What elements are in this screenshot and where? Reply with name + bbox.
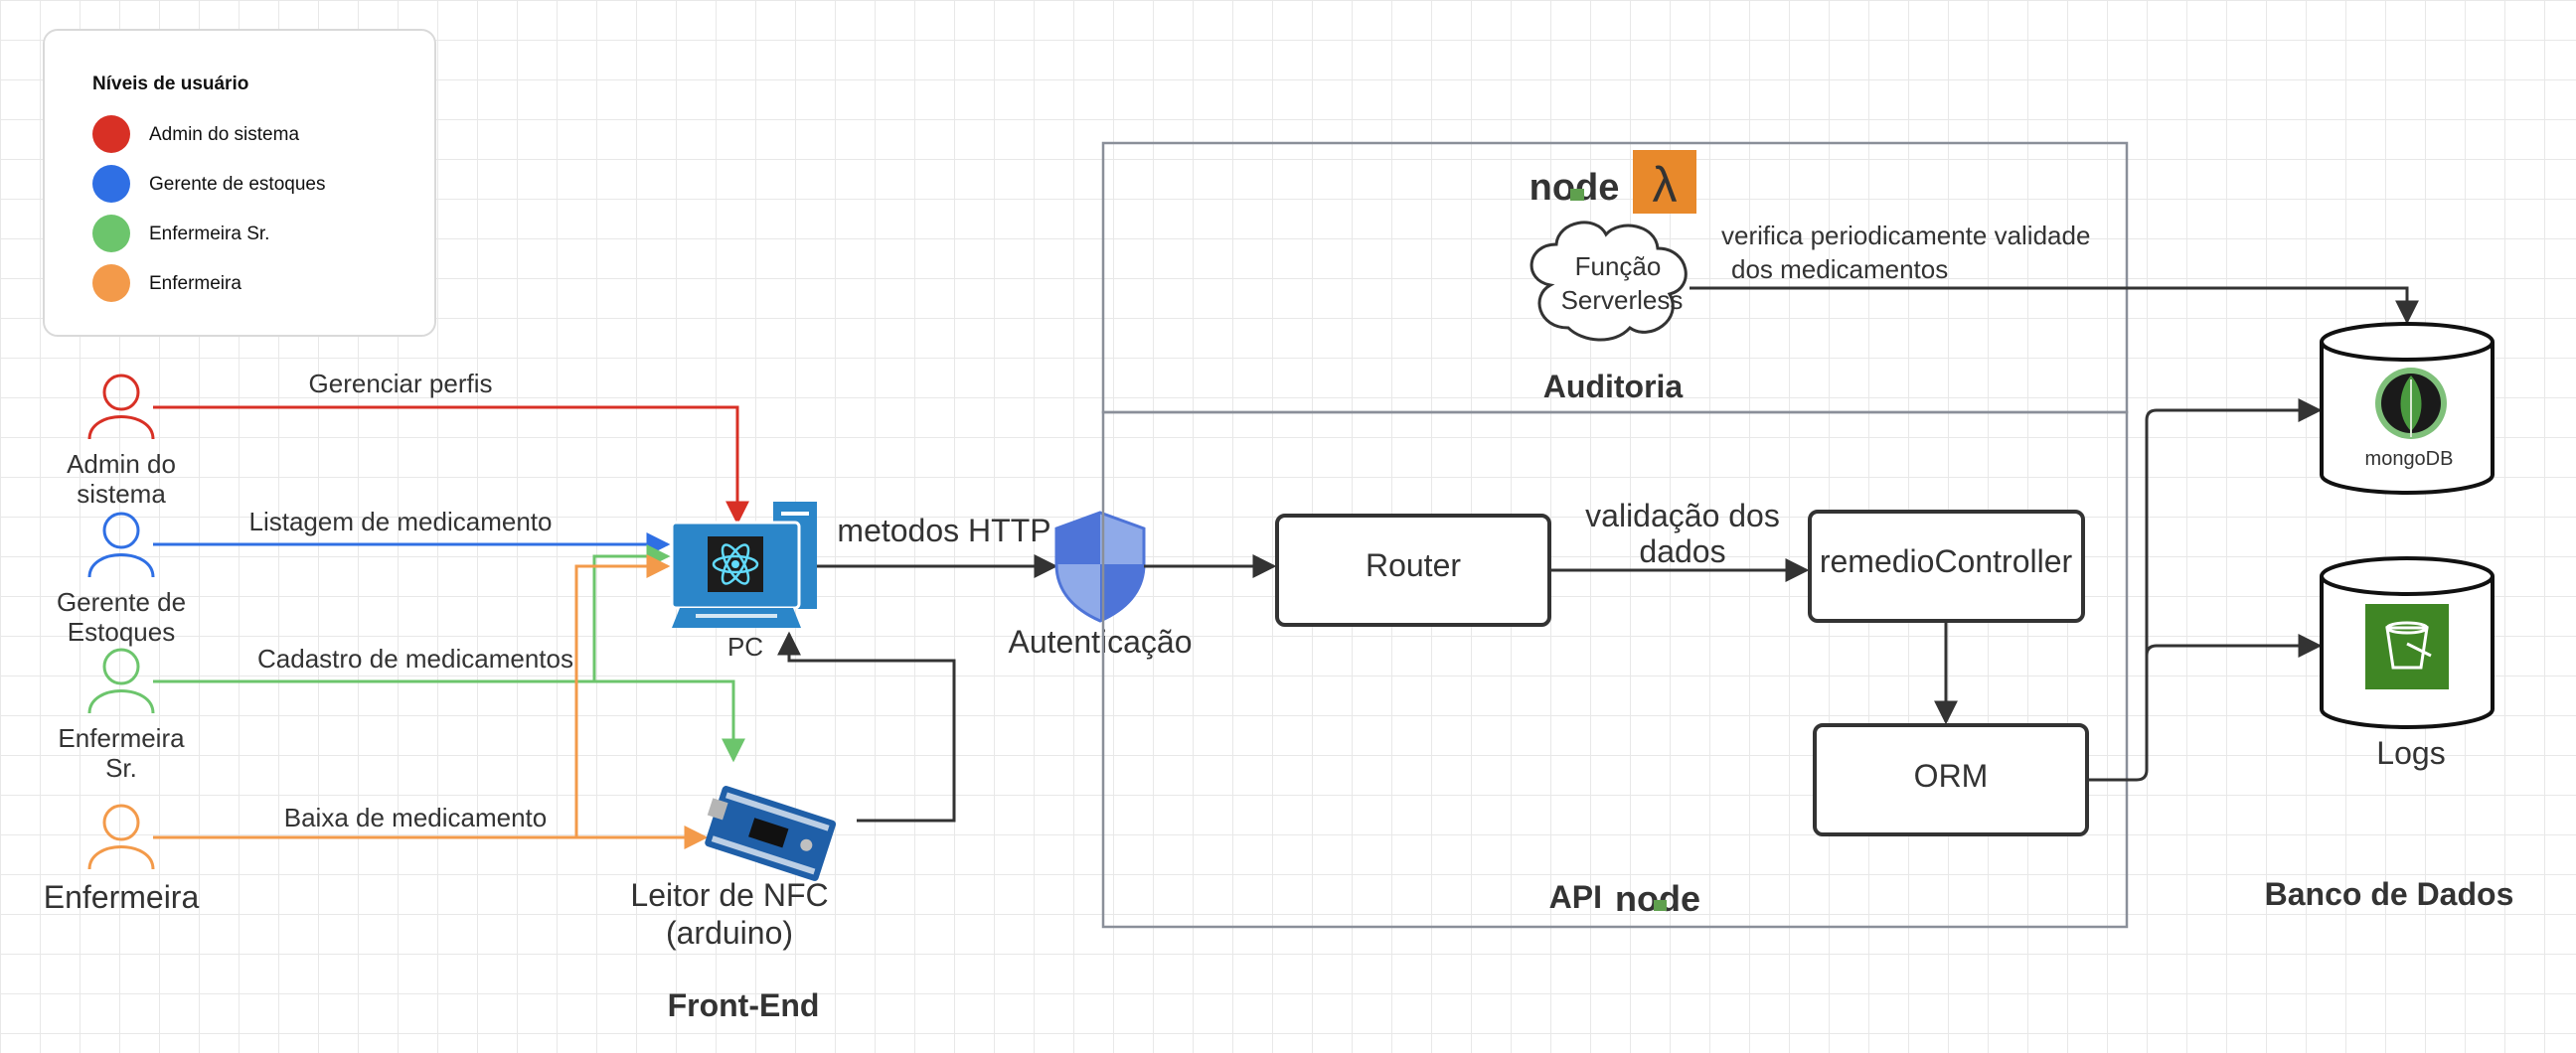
- api-container: [1101, 410, 2129, 929]
- api-title: API node: [1549, 878, 1700, 919]
- computer-tower-slot: [781, 512, 809, 516]
- user-body: [87, 845, 155, 870]
- section-frontend: Front-End: [668, 987, 820, 1023]
- nfc-node: Leitor de NFC (arduino): [630, 786, 837, 951]
- actor-enfermeira-sr: Enfermeira Sr.: [58, 648, 185, 783]
- edge-label-serverless: verifica periodicamente validade: [1721, 221, 2090, 250]
- mongo-db-node: mongoDB: [2320, 322, 2495, 495]
- edge-label-validacao: dados: [1639, 533, 1725, 569]
- legend-title: Níveis de usuário: [92, 74, 248, 94]
- router-node: Router: [1275, 514, 1551, 627]
- actor-label: Gerente de: [57, 587, 186, 617]
- nodejs-logo: node: [1530, 167, 1620, 209]
- s3-bucket-icon: [2365, 604, 2449, 689]
- react-icon: [712, 543, 759, 585]
- nfc-label: (arduino): [666, 915, 793, 951]
- actor-label: Admin do: [67, 449, 176, 479]
- edge-orm-logs: [2145, 634, 2323, 658]
- legend-item: Admin do sistema: [92, 115, 299, 153]
- mongodb-leaf-icon: [2375, 368, 2447, 439]
- nfc-label: Leitor de NFC: [630, 877, 828, 913]
- serverless-label: Serverless: [1561, 285, 1684, 315]
- edge-admin-pc: [153, 405, 749, 526]
- edge-enf-sr: [153, 679, 745, 763]
- lambda-glyph: λ: [1653, 157, 1678, 213]
- user-icon: [102, 374, 140, 411]
- orm-node: ORM: [1813, 723, 2089, 836]
- controller-label: remedioController: [1820, 543, 2073, 579]
- edge-label-enf: Baixa de medicamento: [284, 803, 547, 832]
- arduino-board-icon: [705, 786, 837, 881]
- mongo-label: mongoDB: [2365, 448, 2454, 470]
- auth-label: Autenticação: [1008, 624, 1192, 660]
- legend-item: Enfermeira Sr.: [92, 215, 269, 252]
- edge-orm-mongo: [2087, 398, 2323, 782]
- edge-label-http: metodos HTTP: [837, 513, 1050, 548]
- legend-label: Enfermeira: [149, 273, 242, 294]
- logs-db-node: Logs: [2320, 556, 2495, 771]
- legend-swatch-admin: [92, 115, 130, 153]
- controller-node: remedioController: [1808, 510, 2085, 623]
- edge-label-validacao: validação dos: [1585, 498, 1780, 533]
- user-body: [87, 689, 155, 714]
- legend-label: Admin do sistema: [149, 124, 299, 145]
- node-logo-text: node: [1615, 878, 1700, 919]
- edge-label-enf-sr: Cadastro de medicamentos: [257, 644, 573, 674]
- edge-enf-pc: [574, 554, 671, 837]
- actor-label: sistema: [77, 479, 166, 509]
- legend-item: Gerente de estoques: [92, 165, 325, 203]
- section-api: API: [1549, 879, 1602, 915]
- edge-serverless-mongo: [1690, 286, 2419, 325]
- logs-label: Logs: [2376, 735, 2445, 771]
- actor-label: Enfermeira: [44, 879, 200, 915]
- router-label: Router: [1366, 547, 1461, 583]
- edge-label-gerente: Listagem de medicamento: [249, 507, 553, 536]
- legend-box: [43, 29, 436, 337]
- user-icon: [102, 512, 140, 549]
- serverless-node: Função Serverless: [1530, 221, 1688, 342]
- actor-label: Estoques: [68, 617, 175, 647]
- legend-item: Enfermeira: [92, 264, 242, 302]
- computer-keys: [696, 614, 777, 618]
- legend-label: Gerente de estoques: [149, 174, 325, 195]
- node-logo-accent: [1654, 900, 1667, 911]
- lambda-box: [1633, 150, 1696, 214]
- legend: Níveis de usuário Admin do sistema Geren…: [43, 29, 436, 337]
- shield-right-fill: [1100, 564, 1144, 621]
- orm-label: ORM: [1914, 758, 1989, 794]
- auth-node: Autenticação: [1008, 511, 1193, 660]
- lambda-icon: λ: [1633, 150, 1696, 214]
- pc-label: PC: [727, 632, 763, 662]
- node-logo-accent: [1570, 189, 1584, 201]
- legend-swatch-gerente: [92, 165, 130, 203]
- legend-label: Enfermeira Sr.: [149, 224, 269, 244]
- pc-node: PC: [670, 502, 817, 662]
- user-body: [87, 415, 155, 440]
- user-icon: [102, 804, 140, 841]
- actor-label: Enfermeira: [58, 723, 185, 753]
- edge-label-serverless: dos medicamentos: [1731, 254, 1948, 284]
- actor-enfermeira: Enfermeira: [44, 804, 200, 915]
- edge-label-admin: Gerenciar perfis: [309, 369, 493, 398]
- shield-left-fill: [1056, 513, 1100, 564]
- user-body: [87, 553, 155, 578]
- actor-gerente: Gerente de Estoques: [57, 512, 186, 647]
- section-auditoria: Auditoria: [1543, 369, 1684, 404]
- cylinder-top: [2320, 556, 2495, 596]
- cloud-icon: [1530, 221, 1688, 342]
- actor-admin: Admin do sistema: [67, 374, 176, 509]
- edge-nfc-pc: [777, 631, 956, 823]
- node-logo-text: node: [1530, 167, 1620, 209]
- actor-label: Sr.: [105, 753, 137, 783]
- legend-swatch-enfermeira: [92, 264, 130, 302]
- serverless-label: Função: [1575, 251, 1662, 281]
- cylinder-top: [2320, 322, 2495, 362]
- section-banco: Banco de Dados: [2265, 876, 2514, 912]
- user-icon: [102, 648, 140, 685]
- edge-enf-sr-pc: [592, 544, 671, 681]
- legend-swatch-enfermeira-sr: [92, 215, 130, 252]
